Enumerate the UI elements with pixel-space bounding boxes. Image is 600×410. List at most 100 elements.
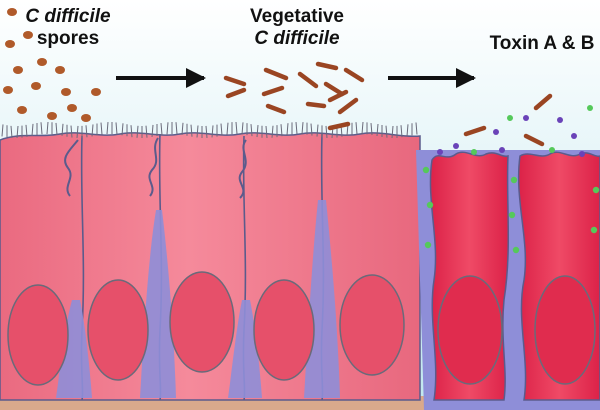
damaged-nucleus <box>534 275 596 385</box>
cell-nucleus <box>7 284 69 386</box>
microvillus <box>85 125 88 138</box>
spore-icon <box>67 104 77 112</box>
cell-nucleus <box>87 279 149 381</box>
toxin-particle-icon <box>510 176 518 184</box>
rod-bacterium-icon <box>225 87 247 99</box>
microvillus <box>166 122 169 135</box>
microvillus <box>316 124 319 137</box>
microvillus <box>46 121 49 135</box>
rod-bacterium-icon <box>327 89 349 103</box>
cell-nucleus <box>169 271 235 373</box>
interstitial-space <box>304 200 340 398</box>
spore-icon <box>91 88 101 96</box>
microvillus <box>211 125 214 138</box>
microvillus <box>31 123 34 136</box>
microvillus <box>406 124 409 137</box>
microvillus <box>106 122 109 135</box>
spore-icon <box>31 82 41 90</box>
microvillus <box>40 122 43 135</box>
microvillus <box>100 122 103 135</box>
microvillus <box>265 125 268 139</box>
toxin-zone <box>437 93 593 157</box>
microvillus <box>145 125 148 138</box>
microvillus <box>286 123 289 136</box>
spore-icon <box>13 66 23 74</box>
microvillus <box>151 124 154 138</box>
microvillus <box>256 125 259 138</box>
microvillus <box>250 124 253 137</box>
spore-icon <box>47 112 57 120</box>
vegetative-label-line1: Vegetative <box>250 6 344 27</box>
microvillus <box>415 122 418 135</box>
microvillus <box>376 123 379 137</box>
rod-bacterium-icon <box>305 101 327 109</box>
microvillus <box>310 123 313 136</box>
microvillus <box>385 125 388 138</box>
rod-bacterium-icon <box>223 75 247 87</box>
damaged-epithelium <box>416 150 600 410</box>
toxin-particle-icon <box>437 149 443 155</box>
microvillus <box>271 125 274 138</box>
toxin-label-line1: Toxin A & B <box>489 33 595 54</box>
microvillus <box>76 125 79 139</box>
damaged-nucleus <box>437 275 503 385</box>
toxin-particle-icon <box>426 201 434 209</box>
microvillus <box>1 124 4 137</box>
microvillus <box>400 125 403 138</box>
microvillus <box>181 122 184 135</box>
spores-label: C difficile spores <box>18 6 118 50</box>
microvillus <box>61 123 64 136</box>
cell-nucleus <box>339 274 405 376</box>
toxin-label: Toxin A & B <box>486 33 598 55</box>
microvillus <box>205 125 208 138</box>
rod-bacterium-icon <box>327 121 351 131</box>
rod-bacterium-icon <box>337 97 359 115</box>
microvillus <box>220 123 223 136</box>
spore-icon <box>5 40 15 48</box>
rod-bacterium-icon <box>523 133 545 147</box>
rod-bacterium-icon <box>263 67 289 81</box>
rod-bacterium-icon <box>297 71 319 89</box>
toxin-particle-icon <box>471 149 477 155</box>
toxin-particle-icon <box>557 117 563 123</box>
microvilli <box>1 121 418 139</box>
toxin-particle-icon <box>453 143 459 149</box>
rod-bacterium-icon <box>323 81 345 97</box>
spore-icon <box>23 31 33 39</box>
microvillus <box>325 125 328 138</box>
toxin-particle-icon <box>422 166 430 174</box>
toxin-particle-icon <box>579 151 585 157</box>
microvillus <box>115 122 118 135</box>
tight-junction <box>238 139 247 199</box>
toxin-particle-icon <box>493 129 499 135</box>
vegetative-bacteria <box>223 61 365 131</box>
microvillus <box>301 122 304 135</box>
spores-label-line2: spores <box>36 28 100 49</box>
microvillus <box>280 124 283 137</box>
toxin-particle-icon <box>549 147 555 153</box>
rod-bacterium-icon <box>463 125 487 137</box>
spores <box>3 8 101 122</box>
toxin-particle-icon <box>499 147 505 153</box>
toxin-particle-icon <box>523 115 529 121</box>
interstitial-space <box>56 300 92 398</box>
microvillus <box>190 124 193 137</box>
microvillus <box>370 123 373 136</box>
tight-junction <box>64 139 79 197</box>
vegetative-label: Vegetative C difficile <box>222 6 372 50</box>
rod-bacterium-icon <box>261 85 285 97</box>
spore-icon <box>61 88 71 96</box>
microvillus <box>196 125 199 138</box>
toxin-particle-icon <box>592 186 600 194</box>
toxin-particle-icon <box>508 211 516 219</box>
interstitial-space <box>140 210 176 398</box>
spore-icon <box>17 106 27 114</box>
microvillus <box>25 124 28 137</box>
rod-bacterium-icon <box>315 61 339 71</box>
toxin-particle-icon <box>512 246 520 254</box>
microvillus <box>55 122 58 135</box>
microvillus <box>130 125 133 138</box>
microvillus <box>226 122 229 135</box>
